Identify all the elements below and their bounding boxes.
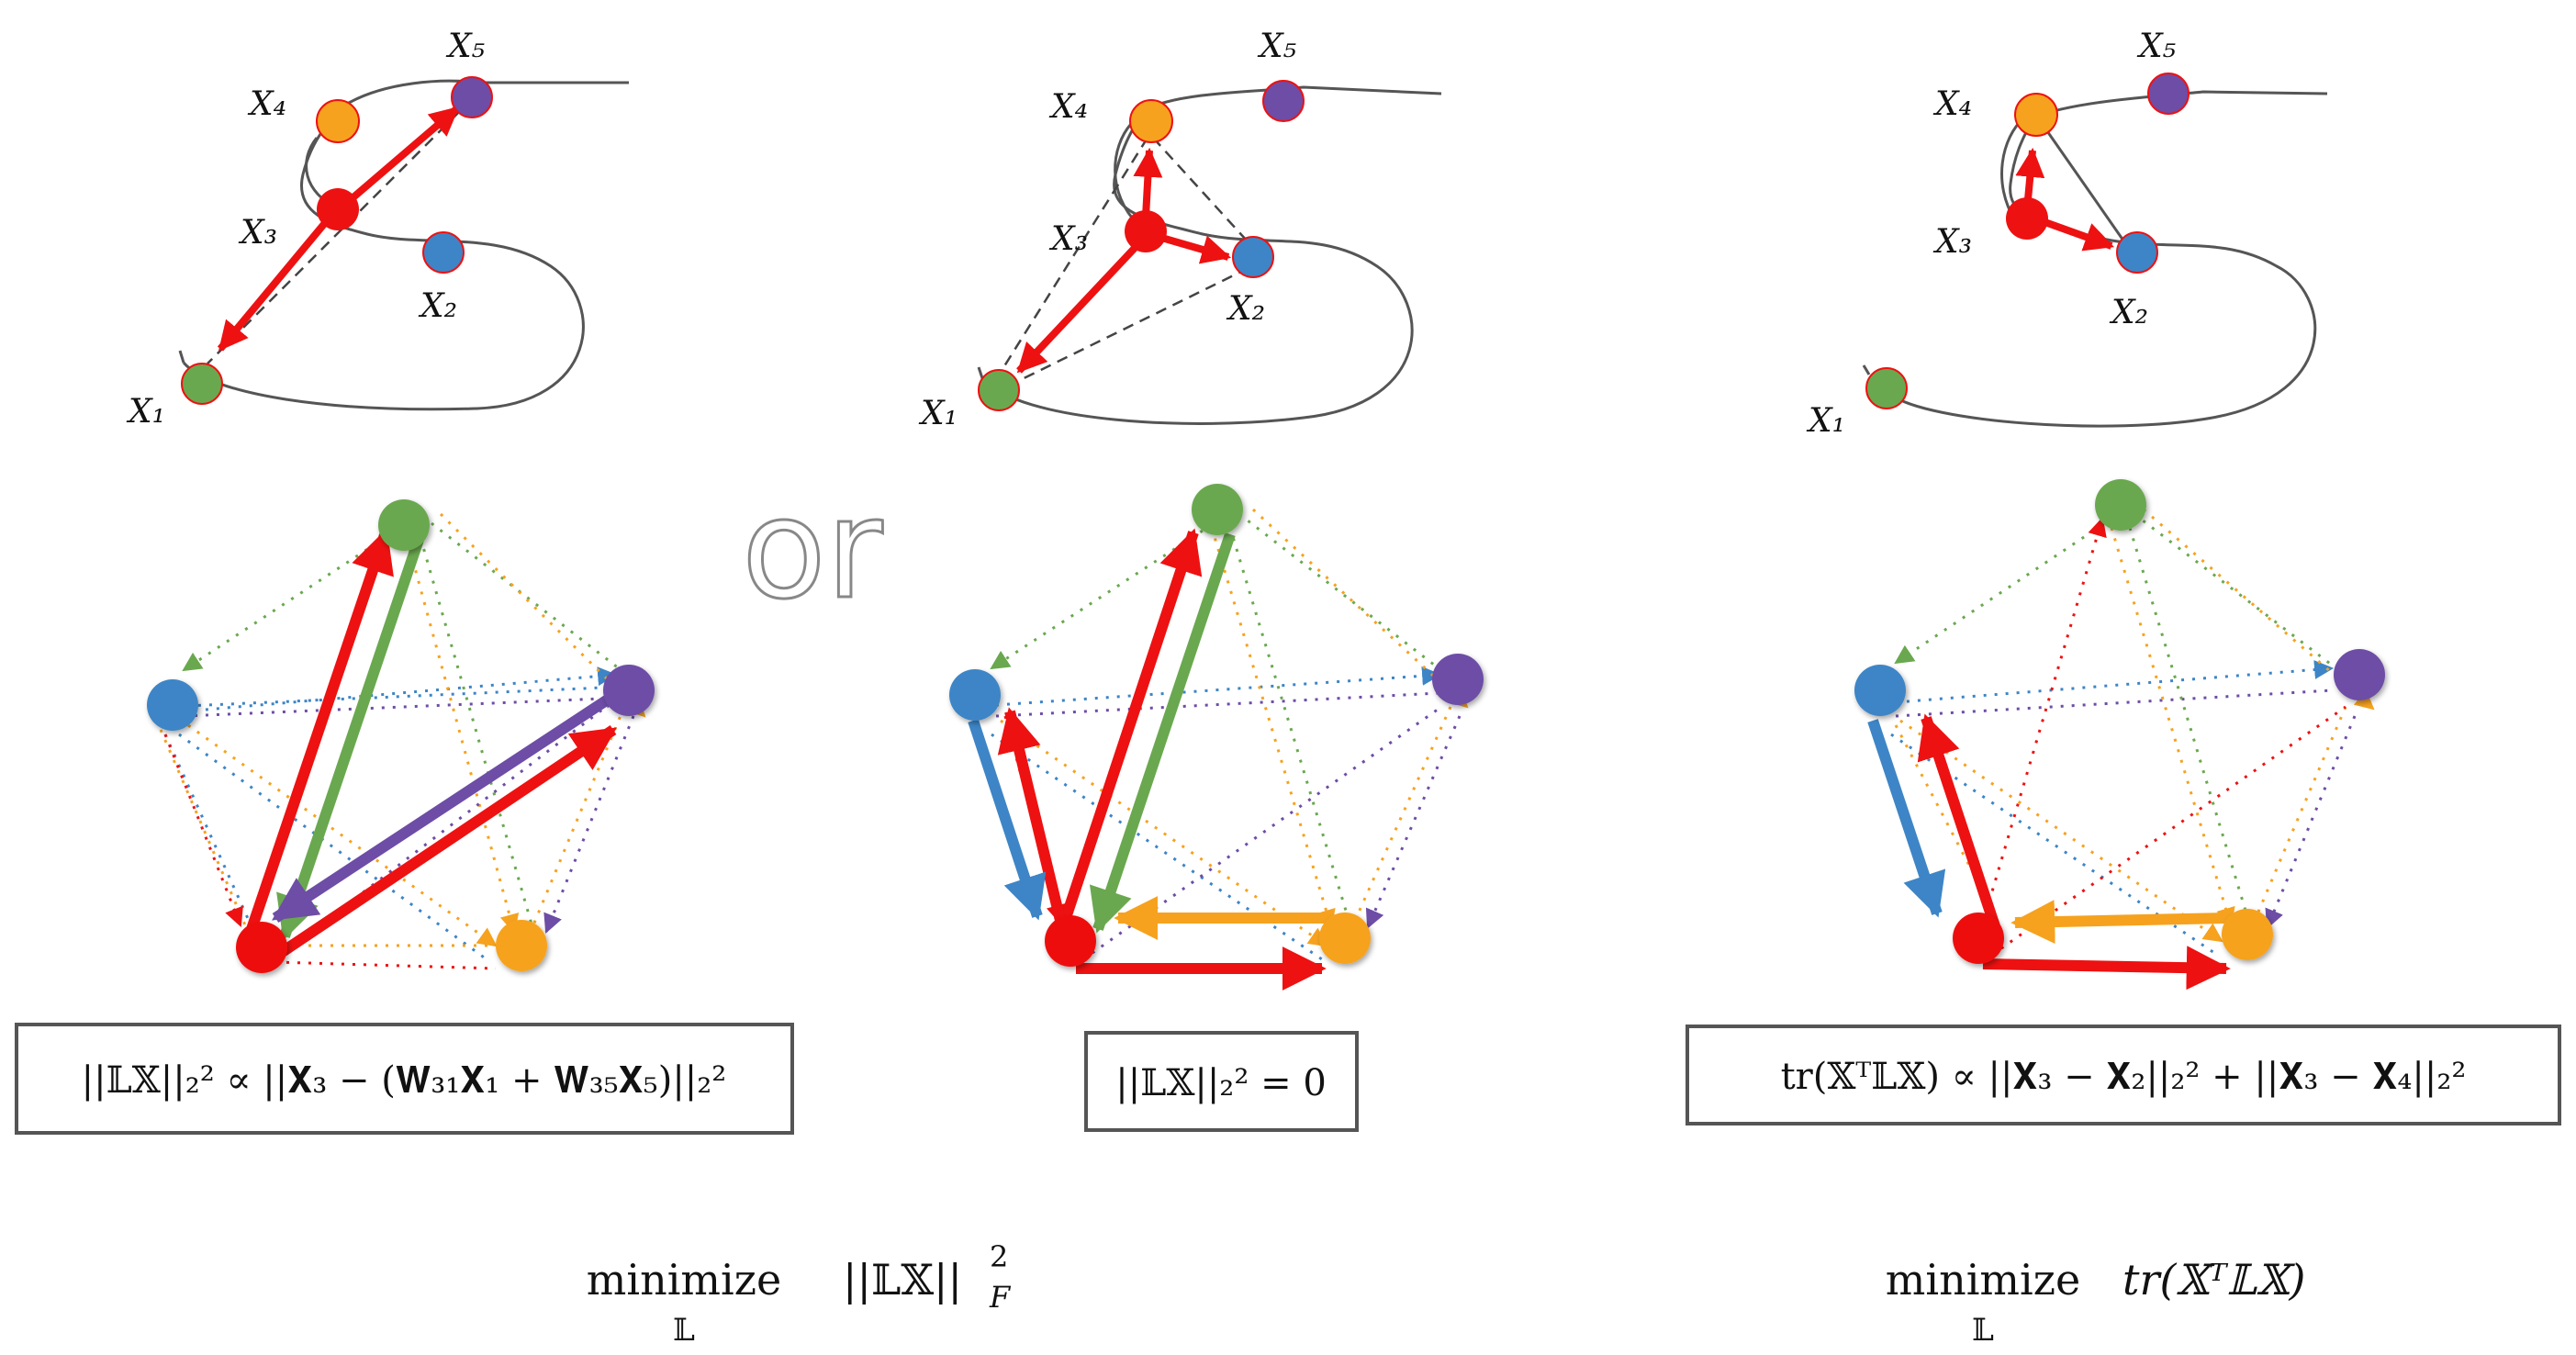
label-x3: X₃: [1932, 223, 1972, 261]
graph-panel-left: [147, 499, 655, 973]
graph-panel-right: [1854, 479, 2385, 991]
label-x4: X₄: [1932, 85, 1972, 123]
node-x4: [1129, 99, 1173, 143]
formula-box-left: ||𝕃𝕏||₂² ∝ ||𝐗₃ − (𝐖₃₁𝐗₁ + 𝐖₃₅𝐗₅)||₂²: [15, 1023, 794, 1135]
node-x4: [2014, 93, 2058, 137]
arrow-orange-left: [2010, 900, 2227, 945]
label-x5: X₅: [1257, 28, 1296, 65]
dashed-link: [1152, 137, 1248, 241]
node-x1: [181, 363, 223, 405]
arrow-purple-down: [271, 690, 617, 924]
label-x2: X₂: [2109, 294, 2148, 331]
node-x5: [1262, 80, 1305, 122]
dashed-link: [1004, 266, 1249, 389]
graph-node-orange: [496, 920, 547, 971]
node-x5: [451, 76, 493, 118]
node-x1: [978, 369, 1020, 411]
formula-middle: ||𝕃𝕏||₂² = 0: [1115, 1062, 1327, 1104]
objective-right: minimize 𝕃 tr(𝕏ᵀ𝕃𝕏): [1886, 1255, 2306, 1349]
formula-left: ||𝕃𝕏||₂² ∝ ||𝐗₃ − (𝐖₃₁𝐗₁ + 𝐖₃₅𝐗₅)||₂²: [82, 1059, 727, 1102]
graph-node-blue: [1854, 665, 1906, 716]
objective-left: minimize 𝕃 ||𝕃𝕏|| 2 F: [587, 1239, 1012, 1349]
arrow-x3-x1: [217, 216, 332, 352]
objective-right-minimize: minimize: [1886, 1255, 2080, 1305]
label-x2: X₂: [418, 287, 457, 325]
arrow-green-down: [1089, 532, 1236, 934]
graph-panel-middle: [949, 484, 1484, 991]
formula-box-right: tr(𝕏ᵀ𝕃𝕏) ∝ ||𝐗₃ − 𝐗₂||₂² + ||𝐗₃ − 𝐗₄||₂²: [1686, 1025, 2561, 1125]
label-x5: X₅: [2136, 28, 2176, 65]
objective-left-superscript: 2: [990, 1239, 1008, 1274]
graph-node-purple: [1432, 654, 1484, 705]
objective-right-subscript: 𝕃: [1972, 1312, 1994, 1349]
objective-left-subscript: 𝕃: [673, 1312, 695, 1349]
graph-edge: [2044, 128, 2125, 241]
arrow-red-up-left: [1917, 713, 2002, 934]
arrow-red-up: [244, 528, 394, 936]
graph-node-green: [2095, 479, 2146, 531]
manifold-panel-right: X₁ X₂ X₃ X₄ X₅: [1806, 28, 2328, 440]
label-x2: X₂: [1226, 290, 1265, 328]
or-text: or: [742, 470, 883, 630]
graph-node-red: [236, 922, 287, 973]
arrow-x3-x1: [1016, 243, 1139, 374]
label-x3: X₃: [1048, 220, 1088, 258]
node-x2: [2116, 231, 2158, 274]
node-x2: [1232, 236, 1274, 278]
objective-left-norm-subscript: F: [989, 1280, 1012, 1315]
arrow-red-up-left: [997, 707, 1069, 934]
graph-node-blue: [949, 669, 1001, 721]
node-x2: [422, 231, 465, 274]
arrow-x3-x2: [2038, 217, 2115, 252]
formula-box-middle: ||𝕃𝕏||₂² = 0: [1084, 1031, 1359, 1132]
label-x1: X₁: [918, 395, 958, 432]
graph-node-red: [1953, 913, 2004, 964]
node-x1: [1865, 367, 1908, 409]
graph-node-purple: [603, 665, 655, 716]
arrow-x3-x2: [1157, 233, 1232, 264]
label-x3: X₃: [238, 214, 277, 252]
manifold-panel-middle: X₁ X₂ X₃ X₄ X₅: [918, 28, 1442, 432]
graph-node-green: [378, 499, 430, 551]
formula-right: tr(𝕏ᵀ𝕃𝕏) ∝ ||𝐗₃ − 𝐗₂||₂² + ||𝐗₃ − 𝐗₄||₂²: [1781, 1056, 2467, 1098]
label-x1: X₁: [126, 393, 165, 431]
arrow-red-right: [272, 725, 617, 961]
graph-node-orange: [2222, 909, 2273, 960]
arrow-blue-down: [1867, 719, 1946, 918]
arrow-green-down: [276, 532, 426, 941]
objective-left-minimize: minimize: [587, 1255, 781, 1305]
node-x3: [317, 188, 359, 230]
graph-node-blue: [147, 679, 198, 731]
node-x5: [2147, 73, 2190, 115]
node-x4: [316, 99, 360, 143]
label-x4: X₄: [1048, 88, 1088, 126]
arrow-x3-x4: [1133, 147, 1163, 218]
objective-right-expression: tr(𝕏ᵀ𝕃𝕏): [2122, 1255, 2305, 1305]
manifold-panel-left: X₁ X₂ X₃ X₄ X₅: [126, 28, 629, 431]
node-x3: [1125, 210, 1167, 252]
label-x5: X₅: [445, 28, 485, 65]
label-x1: X₁: [1806, 402, 1845, 440]
objective-left-expression: ||𝕃𝕏||: [843, 1255, 962, 1305]
arrow-red-right: [1982, 946, 2231, 991]
graph-node-purple: [2334, 649, 2385, 700]
label-x4: X₄: [247, 85, 286, 123]
graph-node-green: [1192, 484, 1243, 535]
arrow-x3-x5: [339, 105, 460, 211]
node-x3: [2006, 197, 2048, 240]
dashed-link: [207, 98, 473, 364]
arrow-red-up: [1056, 528, 1203, 934]
arrow-blue-down: [968, 719, 1047, 921]
graph-node-orange: [1319, 913, 1371, 964]
graph-node-red: [1045, 915, 1096, 967]
